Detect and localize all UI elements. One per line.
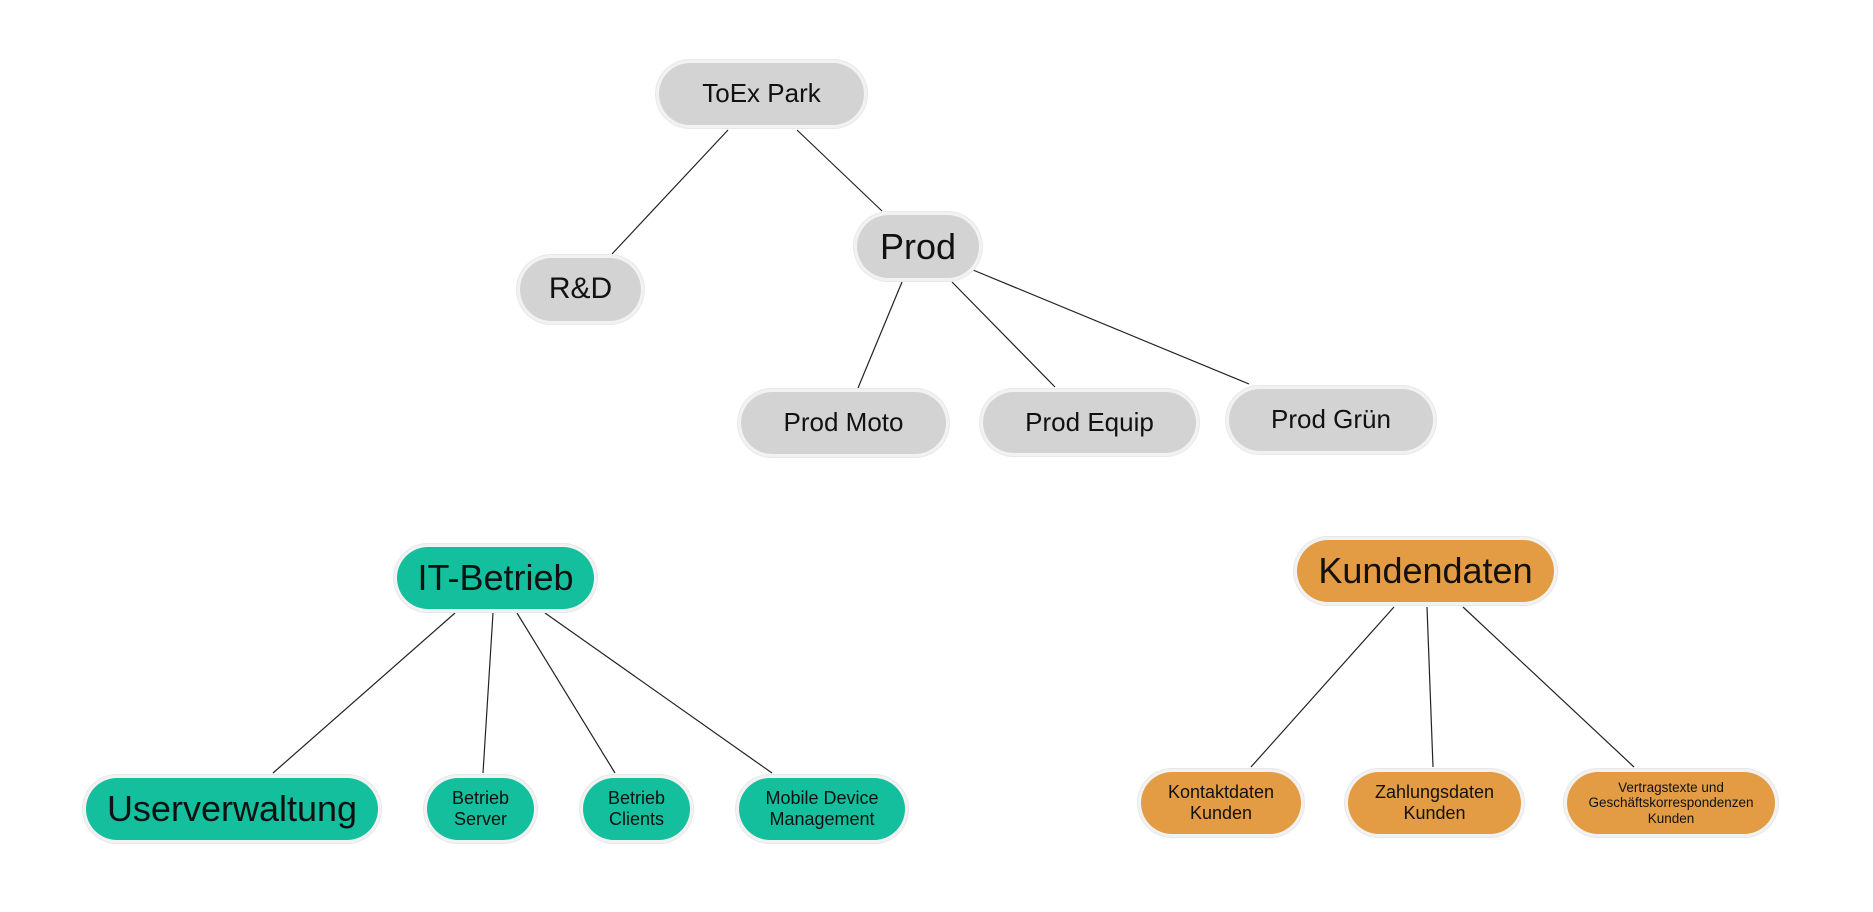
edge-kundendaten-zahlungsdaten — [1426, 606, 1434, 768]
node-prod[interactable]: Prod — [857, 215, 979, 278]
edge-prod-prod-moto — [857, 281, 903, 389]
node-prod-gruen[interactable]: Prod Grün — [1229, 389, 1433, 451]
edge-kundendaten-vertragstexte — [1462, 606, 1635, 768]
edge-toex-park-rnd — [611, 129, 729, 255]
node-betrieb-clients[interactable]: Betrieb Clients — [583, 778, 690, 840]
node-mobile-device-management[interactable]: Mobile Device Management — [739, 778, 905, 840]
edge-it-betrieb-userverwaltung — [272, 612, 456, 774]
node-betrieb-server[interactable]: Betrieb Server — [427, 778, 534, 840]
edge-prod-prod-equip — [951, 281, 1056, 388]
node-it-betrieb[interactable]: IT-Betrieb — [397, 547, 594, 609]
node-vertragstexte-kunden[interactable]: Vertragstexte und Geschäftskorrespondenz… — [1567, 772, 1775, 834]
node-kundendaten[interactable]: Kundendaten — [1297, 540, 1554, 602]
edge-it-betrieb-mdm — [544, 612, 773, 774]
edge-toex-park-prod — [796, 129, 883, 212]
edge-prod-prod-gruen — [972, 269, 1250, 385]
node-zahlungsdaten-kunden[interactable]: Zahlungsdaten Kunden — [1348, 772, 1521, 834]
node-toex-park[interactable]: ToEx Park — [659, 63, 864, 125]
edge-it-betrieb-betrieb-server — [482, 612, 494, 774]
node-kontaktdaten-kunden[interactable]: Kontaktdaten Kunden — [1141, 772, 1301, 834]
node-rnd[interactable]: R&D — [520, 258, 641, 321]
node-userverwaltung[interactable]: Userverwaltung — [86, 778, 378, 840]
node-prod-equip[interactable]: Prod Equip — [983, 392, 1196, 453]
edge-kundendaten-kontaktdaten — [1250, 606, 1395, 768]
node-prod-moto[interactable]: Prod Moto — [741, 392, 946, 454]
edge-it-betrieb-betrieb-clients — [516, 612, 616, 774]
